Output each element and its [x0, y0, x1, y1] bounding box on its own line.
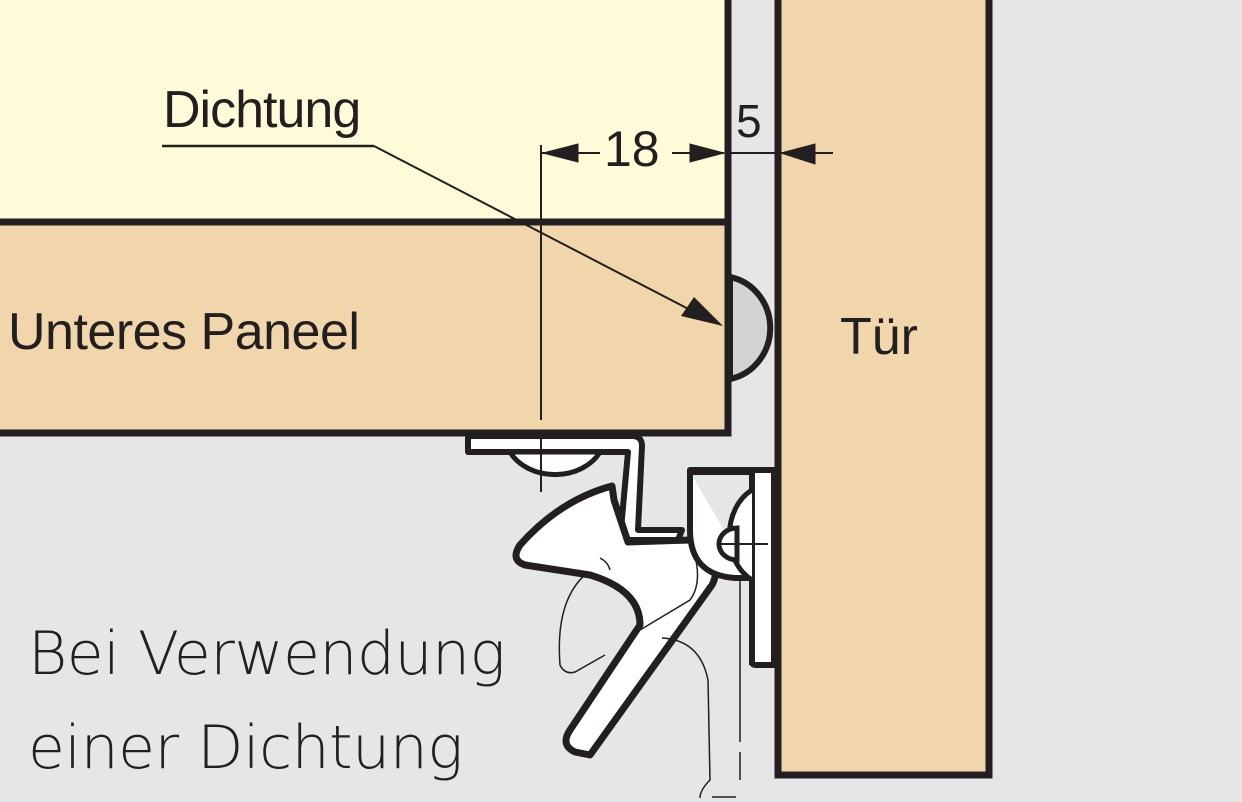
lower-panel-label: Unteres Paneel [8, 303, 360, 361]
upper-cabinet [0, 0, 732, 222]
motion-path-lines [558, 539, 741, 799]
door-label: Tür [840, 308, 918, 366]
door [774, 0, 993, 779]
dimension-5 [730, 143, 833, 165]
seal-leader-line [162, 144, 723, 326]
note-line-1: Bei Verwendung [28, 619, 506, 689]
seal-profile [724, 270, 774, 386]
dimension-5-value: 5 [736, 95, 762, 147]
note-line-2: einer Dichtung [28, 713, 463, 783]
seal-label: Dichtung [163, 81, 361, 139]
dimension-18 [541, 143, 726, 163]
hinge-door-bracket [687, 467, 778, 668]
dimension-18-value: 18 [600, 124, 664, 174]
